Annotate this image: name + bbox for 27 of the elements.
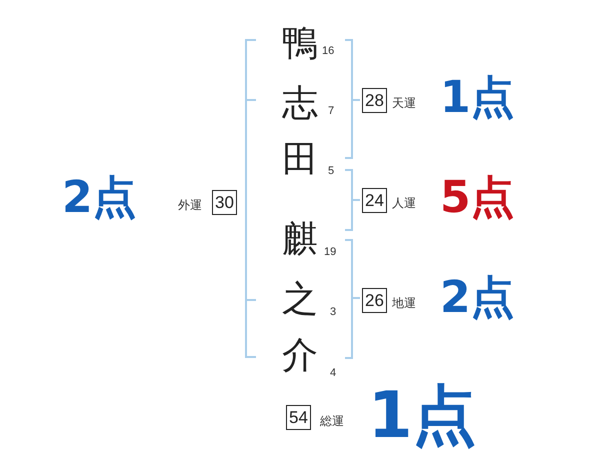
number-box: 26	[362, 288, 387, 313]
score-text: 1点	[368, 384, 477, 448]
fortune-label: 総運	[320, 415, 344, 427]
name-character: 麒	[282, 222, 318, 258]
score-text: 2点	[440, 276, 515, 320]
score-text: 5点	[440, 176, 515, 220]
name-character: 志	[282, 86, 318, 122]
stroke-count: 16	[322, 46, 334, 57]
number-box: 28	[362, 88, 387, 113]
fortune-label: 人運	[392, 197, 416, 209]
score-text: 1点	[440, 76, 515, 120]
stroke-count: 5	[328, 166, 334, 177]
name-character: 鴨	[282, 26, 318, 62]
score-text: 2点	[62, 176, 137, 220]
stroke-count: 4	[330, 368, 336, 379]
number-box: 30	[212, 190, 237, 215]
number-box: 54	[286, 405, 311, 430]
name-character: 之	[282, 282, 318, 318]
stroke-count: 7	[328, 106, 334, 117]
fortune-label: 外運	[178, 199, 202, 211]
fortune-label: 天運	[392, 97, 416, 109]
name-character: 田	[282, 142, 318, 178]
name-character: 介	[282, 338, 318, 374]
stroke-count: 3	[330, 307, 336, 318]
number-box: 24	[362, 188, 387, 213]
stroke-count: 19	[324, 247, 336, 258]
fortune-label: 地運	[392, 297, 416, 309]
